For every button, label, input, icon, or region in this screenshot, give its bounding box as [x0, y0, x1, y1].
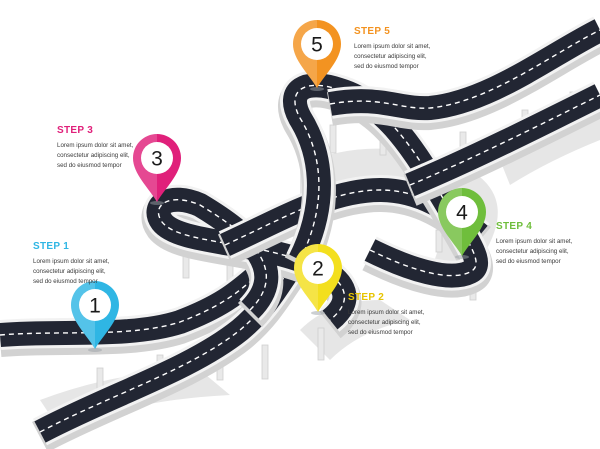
step-1-line-3: sed do eiusmod tempor [33, 278, 98, 285]
step-3-title: STEP 3 [57, 125, 94, 136]
step-5-line-3: sed do eiusmod tempor [354, 63, 419, 70]
step-5-line-1: Lorem ipsum dolor sit amet, [354, 43, 431, 50]
step-5-title: STEP 5 [354, 26, 391, 37]
road-right-branch [403, 81, 600, 206]
step-1-number: 1 [89, 295, 101, 318]
step-1-line-2: consectetur adipiscing elit, [33, 268, 106, 275]
step-4-caption: STEP 4 Lorem ipsum dolor sit amet, conse… [496, 221, 572, 267]
step-4-line-1: Lorem ipsum dolor sit amet, [496, 238, 573, 245]
step-2-line-3: sed do eiusmod tempor [348, 329, 413, 336]
pin-shadow [150, 201, 164, 205]
road-step5-loop [278, 70, 493, 298]
step-2-pin: 2 [294, 244, 342, 315]
pin-shadow [455, 255, 469, 259]
pin-badge [79, 289, 111, 321]
step-5-pin: 5 [293, 20, 341, 91]
step-3-line-2: consectetur adipiscing elit, [57, 152, 130, 159]
lane-marking [39, 254, 301, 433]
pin-badge [446, 196, 478, 228]
step-1-line-1: Lorem ipsum dolor sit amet, [33, 258, 110, 265]
step-3-caption: STEP 3 Lorem ipsum dolor sit amet, conse… [57, 125, 133, 171]
step-4-line-3: sed do eiusmod tempor [496, 258, 561, 265]
pillar [261, 344, 269, 380]
pin-badge [302, 252, 334, 284]
pin-shadow [311, 311, 325, 315]
step-1-pin: 1 [71, 281, 119, 352]
step-3-line-3: sed do eiusmod tempor [57, 162, 122, 169]
lane-marking [294, 84, 477, 277]
step-5-caption: STEP 5 Lorem ipsum dolor sit amet, conse… [354, 26, 430, 72]
step-2-number: 2 [312, 258, 324, 281]
step-2-caption: STEP 2 Lorem ipsum dolor sit amet, conse… [348, 292, 424, 338]
step-1-title: STEP 1 [33, 241, 70, 252]
step-1-caption: STEP 1 Lorem ipsum dolor sit amet, conse… [33, 241, 109, 287]
road-asphalt [327, 19, 600, 121]
pillar [317, 327, 325, 361]
step-2-title: STEP 2 [348, 292, 385, 303]
pin-shadow [310, 87, 324, 91]
road-upper-right [326, 16, 600, 131]
step-4-pin: 4 [438, 188, 486, 259]
pillar [329, 124, 337, 154]
step-2-line-2: consectetur adipiscing elit, [348, 319, 421, 326]
step-4-line-2: consectetur adipiscing elit, [496, 248, 569, 255]
step-3-number: 3 [151, 148, 163, 171]
pillar [182, 255, 190, 279]
step-3-line-1: Lorem ipsum dolor sit amet, [57, 142, 134, 149]
road-lower-left [0, 263, 269, 357]
pin-badge [301, 28, 333, 60]
step-5-line-2: consectetur adipiscing elit, [354, 53, 427, 60]
step-5-number: 5 [311, 34, 323, 57]
step-3-pin: 3 [133, 134, 181, 205]
lane-marking [0, 274, 259, 336]
lane-marking [224, 189, 481, 246]
step-2-line-1: Lorem ipsum dolor sit amet, [348, 309, 425, 316]
pin-badge [141, 142, 173, 174]
step-4-number: 4 [456, 202, 468, 225]
pin-shadow [88, 348, 102, 352]
step-4-title: STEP 4 [496, 221, 533, 232]
road-asphalt [405, 84, 600, 197]
